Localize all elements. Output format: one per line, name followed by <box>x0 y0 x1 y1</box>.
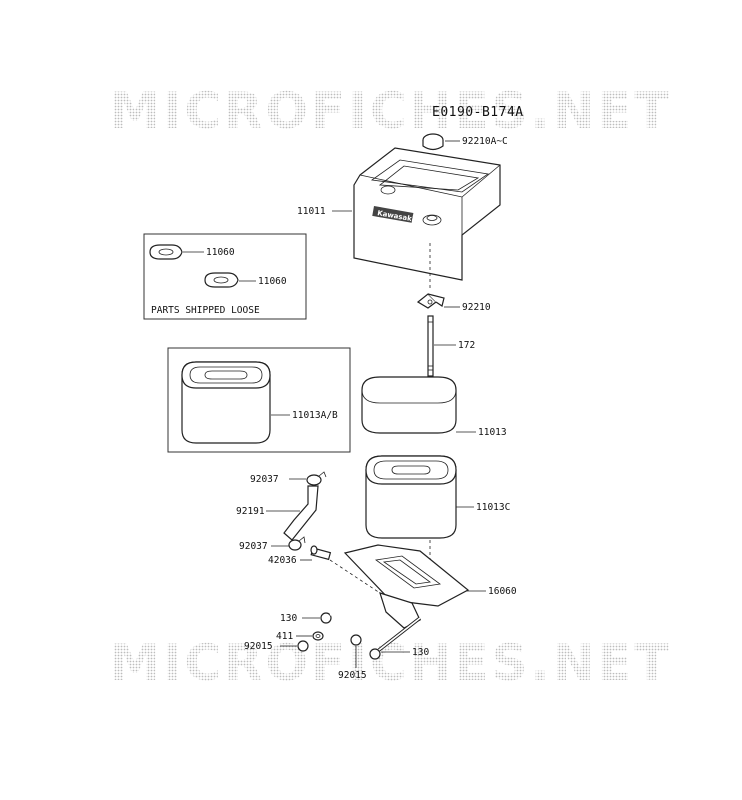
label-element-kit: 11013A/B <box>292 410 338 421</box>
upper-clamp-part <box>306 471 327 486</box>
loose-parts-box <box>143 233 307 320</box>
wing-nut-part <box>416 293 445 309</box>
label-cover: 11011 <box>297 206 326 217</box>
label-wing-nut: 92210 <box>462 302 491 313</box>
label-hose: 92191 <box>236 506 265 517</box>
label-element: 11013C <box>476 502 510 513</box>
base-part <box>329 544 470 629</box>
left-bolt-part <box>320 597 379 624</box>
diagram-code: E0190-B174A <box>432 105 524 120</box>
label-right-bolt: 130 <box>412 647 429 658</box>
label-lower-clamp: 92037 <box>239 541 268 552</box>
cover-part: Kawasaki <box>353 147 501 281</box>
label-washer: 411 <box>276 631 293 642</box>
hose-part <box>283 485 319 541</box>
label-stud: 172 <box>458 340 475 351</box>
stud-part <box>427 315 434 377</box>
left-nut-part <box>297 640 309 652</box>
cap-part <box>422 133 444 151</box>
fitting-part <box>310 545 332 561</box>
label-gasket-a: 11060 <box>206 247 235 258</box>
label-base: 16060 <box>488 586 517 597</box>
label-cap: 92210A~C <box>462 136 508 147</box>
label-upper-clamp: 92037 <box>250 474 279 485</box>
label-left-bolt: 130 <box>280 613 297 624</box>
washer-part <box>312 631 324 641</box>
label-right-nut: 92015 <box>338 670 367 681</box>
element-kit-box <box>167 347 351 453</box>
right-bolt-part <box>369 616 422 660</box>
right-nut-part <box>350 634 362 646</box>
label-left-nut: 92015 <box>244 641 273 652</box>
loose-parts-caption: PARTS SHIPPED LOOSE <box>151 305 260 316</box>
element-part <box>365 455 457 539</box>
label-precleaner: 11013 <box>478 427 507 438</box>
label-gasket-b: 11060 <box>258 276 287 287</box>
label-fitting: 42036 <box>268 555 297 566</box>
precleaner-part <box>361 376 457 434</box>
lower-clamp-part <box>288 536 306 551</box>
watermark-top: MICROFICHES.NET <box>110 82 672 140</box>
